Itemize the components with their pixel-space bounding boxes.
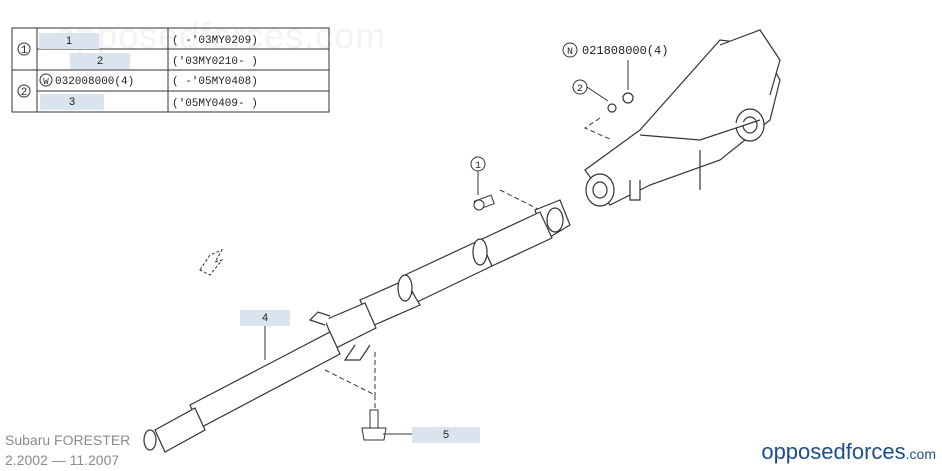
rear-differential	[584, 29, 781, 207]
part-label-4[interactable]: 4	[240, 310, 290, 326]
flange-bolt	[473, 194, 495, 211]
model-name: Subaru FORESTER	[5, 432, 131, 448]
nut-part-number: 021808000(4)	[582, 44, 668, 58]
brand-main: opposedforces	[761, 439, 906, 464]
ref-label-3: 3	[40, 94, 104, 110]
production-dates: 2.2002 — 11.2007	[5, 452, 120, 468]
brand-logo[interactable]: opposedforces.com	[761, 439, 936, 465]
center-bearing-bolt	[361, 409, 387, 441]
group-2-marker: 2	[21, 87, 28, 99]
brand-suffix: .com	[905, 446, 936, 462]
ref-label-2: 2	[70, 53, 130, 69]
ref-label-1: 1	[39, 33, 99, 49]
part-label-5[interactable]: 5	[412, 427, 480, 443]
propeller-shaft	[143, 199, 571, 453]
group-1-marker: 1	[21, 45, 28, 57]
callout-1: 1	[475, 161, 481, 172]
applicability-table	[11, 27, 330, 113]
table-row-range-4: ('05MY0409- )	[172, 98, 258, 110]
front-arrow-icon	[199, 248, 224, 276]
table-row-range-3: ( -'05MY0408)	[172, 76, 258, 88]
table-row-range-1: ( -'03MY0209)	[172, 35, 258, 47]
table-row-ref-3: 032008000(4)	[55, 76, 134, 88]
nut-prefix: N	[567, 47, 573, 58]
washer-prefix: W	[43, 77, 49, 87]
table-row-range-2: ('03MY0210- )	[172, 56, 258, 68]
callout-2: 2	[577, 84, 583, 95]
